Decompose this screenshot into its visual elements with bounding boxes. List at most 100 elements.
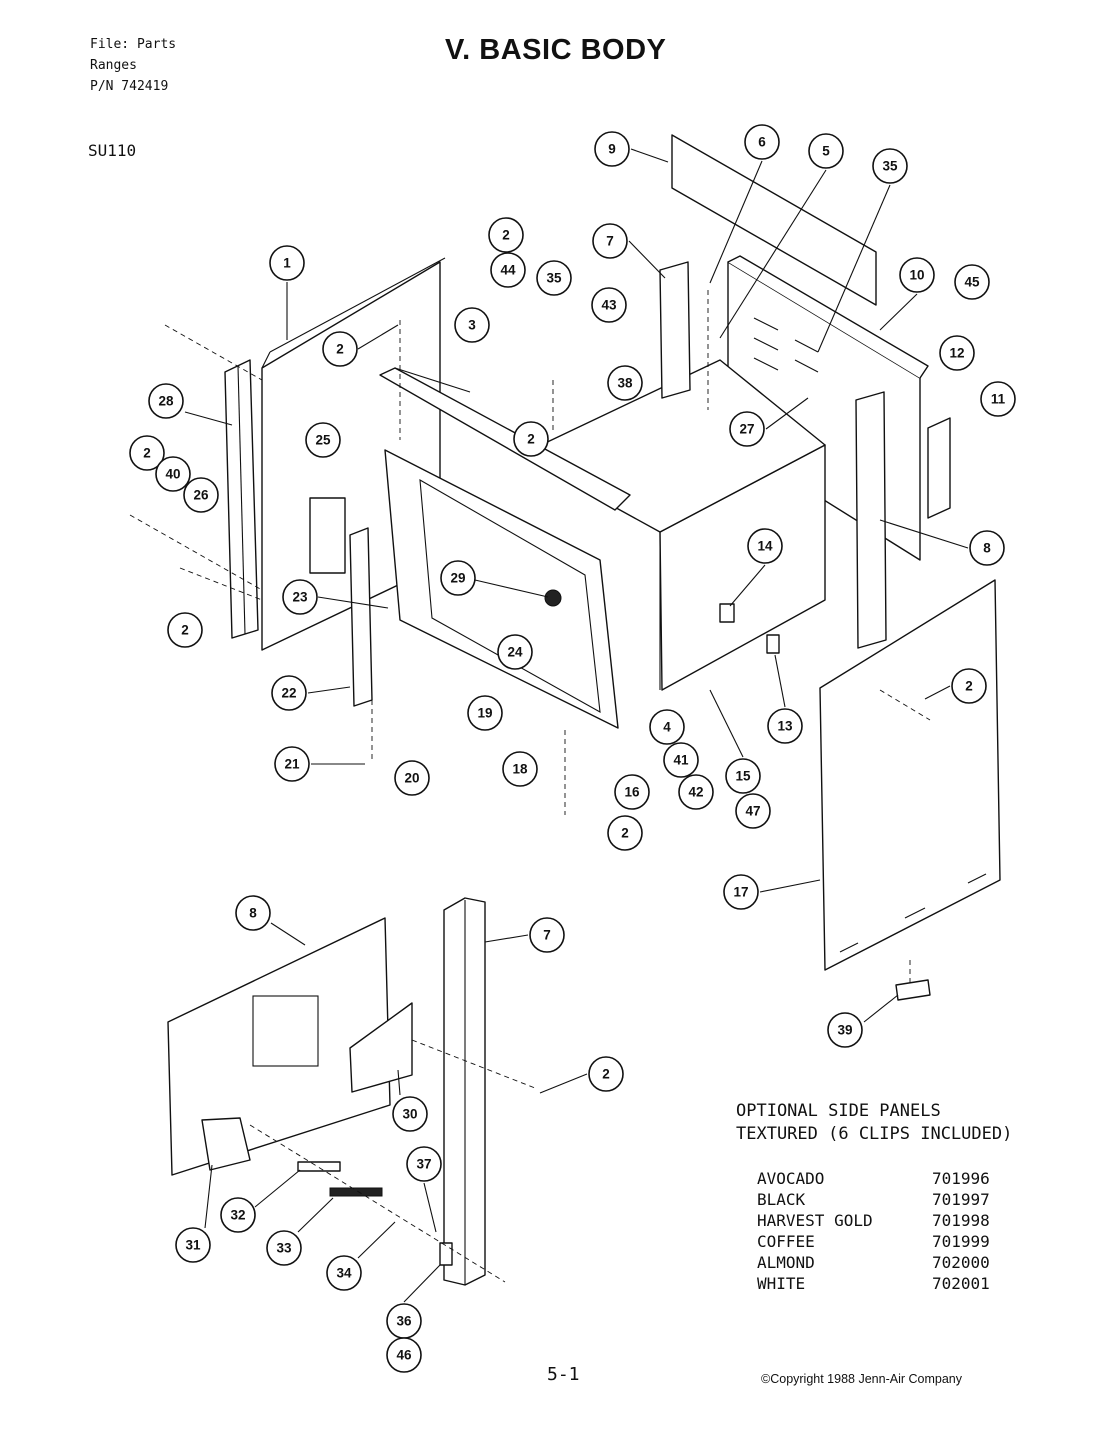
callout-32: 32: [220, 1197, 256, 1233]
callout-27: 27: [729, 411, 765, 447]
callout-45: 45: [954, 264, 990, 300]
callout-circle: [305, 422, 341, 458]
callout-2: 2: [607, 815, 643, 851]
callout-label: 15: [735, 769, 751, 784]
callout-label: 43: [601, 298, 617, 313]
callout-20: 20: [394, 760, 430, 796]
callout-7: 7: [592, 223, 628, 259]
callout-21: 21: [274, 746, 310, 782]
callout-label: 2: [502, 228, 510, 243]
callout-label: 2: [621, 826, 629, 841]
bracket-25: [309, 497, 346, 574]
callout-circle: [440, 560, 476, 596]
callout-label: 9: [608, 142, 616, 157]
callout-circle: [729, 411, 765, 447]
callout-label: 18: [512, 762, 528, 777]
callout-circle: [649, 709, 685, 745]
callout-label: 31: [185, 1238, 201, 1253]
callout-label: 24: [507, 645, 523, 660]
optional-panels-title-line: TEXTURED (6 CLIPS INCLUDED): [736, 1124, 1013, 1144]
callout-label: 37: [416, 1157, 431, 1172]
callout-label: 11: [991, 392, 1006, 407]
callout-label: 5: [822, 144, 830, 159]
callout-46: 46: [386, 1337, 422, 1373]
callout-4: 4: [649, 709, 685, 745]
callout-label: 22: [281, 686, 296, 701]
callout-6: 6: [744, 124, 780, 160]
callout-circle: [723, 874, 759, 910]
callout-circle: [969, 530, 1005, 566]
callout-30: 30: [392, 1096, 428, 1132]
callout-label: 2: [181, 623, 189, 638]
callout-35: 35: [872, 148, 908, 184]
callout-circle: [607, 815, 643, 851]
copyright: ©Copyright 1988 Jenn-Air Company: [761, 1372, 962, 1386]
callout-circle: [954, 264, 990, 300]
callout-circle: [322, 331, 358, 367]
callout-26: 26: [183, 477, 219, 513]
callout-1: 1: [269, 245, 305, 281]
callout-circle: [392, 1096, 428, 1132]
panel-part-number: 701997: [932, 1190, 990, 1209]
callout-41: 41: [663, 742, 699, 778]
callout-44: 44: [490, 252, 526, 288]
callout-circle: [513, 421, 549, 457]
callout-label: 46: [396, 1348, 412, 1363]
callout-label: 8: [249, 906, 257, 921]
top-frame: [379, 367, 631, 511]
callout-label: 4: [663, 720, 671, 735]
callout-24: 24: [497, 634, 533, 670]
callout-circle: [148, 383, 184, 419]
callout-label: 42: [688, 785, 703, 800]
hardware-32-33-36: [297, 1161, 453, 1266]
callout-35: 35: [536, 260, 572, 296]
callout-label: 2: [143, 446, 151, 461]
callout-43: 43: [591, 287, 627, 323]
optional-panels-title-line: OPTIONAL SIDE PANELS: [736, 1101, 941, 1121]
panel-part-number: 702000: [932, 1253, 990, 1272]
callout-34: 34: [326, 1255, 362, 1291]
callout-label: 47: [745, 804, 760, 819]
callout-circle: [490, 252, 526, 288]
callout-8: 8: [235, 895, 271, 931]
callout-label: 8: [983, 541, 991, 556]
panel-color: ALMOND: [757, 1253, 815, 1272]
callout-7: 7: [529, 917, 565, 953]
callout-label: 41: [673, 753, 689, 768]
callout-circle: [663, 742, 699, 778]
callout-circle: [744, 124, 780, 160]
lower-side-panel-8: [167, 917, 391, 1176]
callout-15: 15: [725, 758, 761, 794]
callout-circle: [767, 708, 803, 744]
callout-circle: [386, 1337, 422, 1373]
callout-circle: [594, 131, 630, 167]
optional-panels-title: OPTIONAL SIDE PANELS TEXTURED (6 CLIPS I…: [736, 1100, 1012, 1146]
callout-16: 16: [614, 774, 650, 810]
callout-8: 8: [969, 530, 1005, 566]
panel-color: HARVEST GOLD: [757, 1211, 873, 1230]
callout-2: 2: [951, 668, 987, 704]
callout-12: 12: [939, 335, 975, 371]
right-side-panel: [819, 579, 1001, 971]
callout-circle: [747, 528, 783, 564]
callout-38: 38: [607, 365, 643, 401]
file-info-line: P/N 742419: [90, 79, 169, 94]
panel-color: COFFEE: [757, 1232, 815, 1251]
callout-19: 19: [467, 695, 503, 731]
callout-circle: [607, 365, 643, 401]
callout-label: 27: [739, 422, 754, 437]
callout-5: 5: [808, 133, 844, 169]
front-rail: [349, 527, 373, 707]
callout-circle: [497, 634, 533, 670]
callout-label: 2: [602, 1067, 610, 1082]
callout-label: 2: [527, 432, 535, 447]
callout-circle: [220, 1197, 256, 1233]
callout-circle: [536, 260, 572, 296]
panel-color: BLACK: [757, 1190, 806, 1209]
callout-circle: [266, 1230, 302, 1266]
callout-circle: [678, 774, 714, 810]
